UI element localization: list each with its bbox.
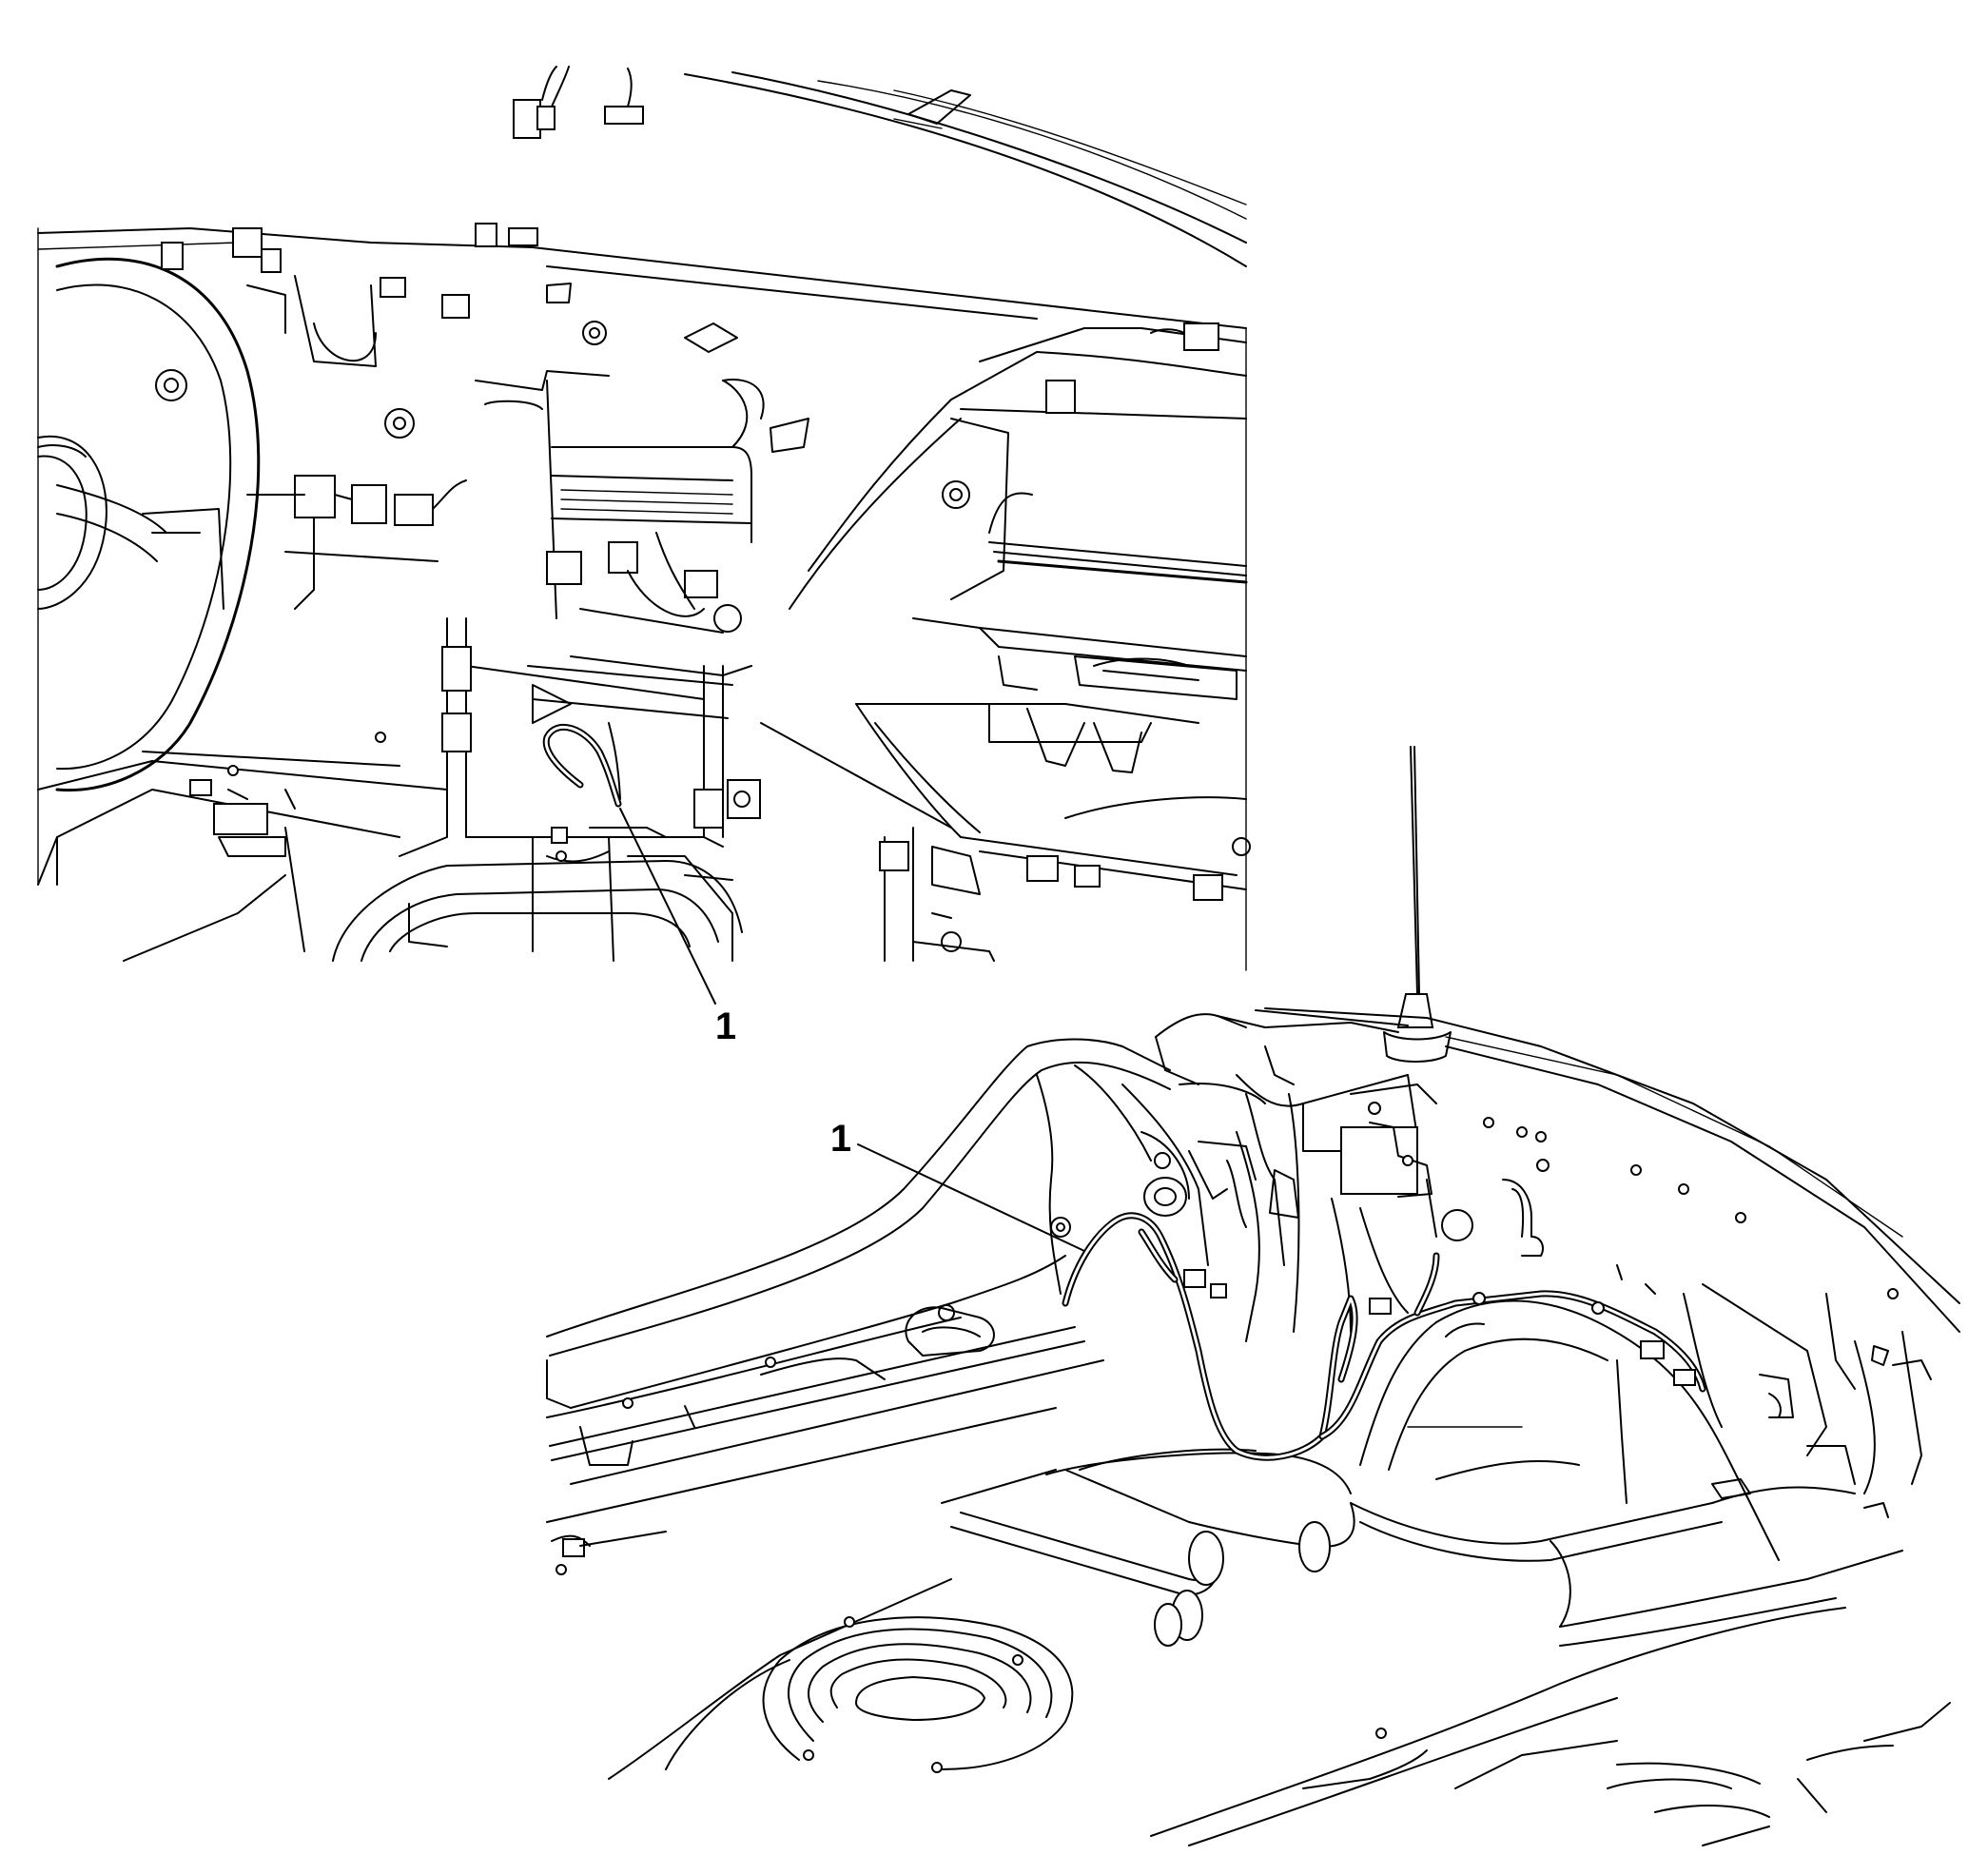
callout-top-leader	[619, 808, 716, 1005]
left-quarter-panel	[546, 1038, 1171, 1523]
callout-bottom-leader	[857, 1143, 1085, 1252]
package-shelf	[1155, 1007, 1960, 1333]
dash-top-edge	[37, 227, 1247, 329]
rear-sill	[1150, 1331, 1951, 1846]
trunk-harness-routing	[1062, 1212, 1706, 1461]
floor-console	[332, 827, 743, 962]
right-wheelhouse	[1359, 1283, 1889, 1561]
left-sill-connector	[551, 1531, 667, 1575]
support-frame	[399, 617, 761, 857]
top-view-clip-edge	[37, 227, 1247, 971]
steering-wheel	[37, 257, 261, 792]
instrument-panel-view	[37, 66, 1251, 971]
left-lower-dash	[37, 732, 448, 962]
callout-bottom-label: 1	[830, 1118, 851, 1160]
center-stack	[475, 370, 765, 719]
upper-brackets	[155, 223, 607, 439]
windshield-arcs	[684, 71, 1247, 267]
dash-harness-loop	[542, 722, 622, 808]
callout-top-label: 1	[715, 1006, 736, 1047]
column-switches	[142, 475, 467, 610]
callout-bottom: 1	[830, 1118, 1085, 1252]
passenger-dash	[546, 283, 1248, 700]
trunk-floor	[608, 1448, 1355, 1780]
cross-car-beam	[760, 703, 1251, 962]
rear-back-panel	[1236, 1093, 1656, 1342]
antenna	[1383, 746, 1452, 1063]
trunk-view	[546, 746, 1960, 1846]
left-wheelhouse	[1036, 1045, 1295, 1295]
callout-top: 1	[619, 808, 736, 1047]
top-connectors	[513, 66, 644, 139]
